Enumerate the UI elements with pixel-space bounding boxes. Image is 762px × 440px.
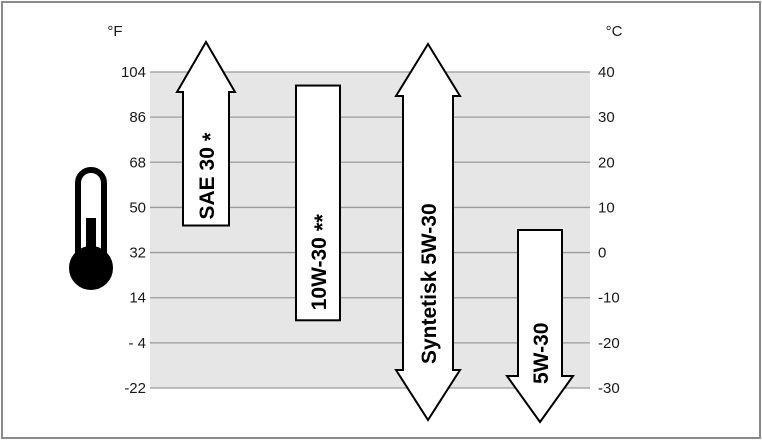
right-tick-label: -20: [598, 335, 620, 352]
right-axis-ticks: 40 30 20 10 0 -10 -20 -30: [598, 64, 620, 397]
oil-mark-10w-30: 10W-30 **: [295, 84, 341, 322]
left-axis-ticks: 104 86 68 50 32 14 - 4 -22: [121, 64, 146, 397]
oil-label: 10W-30: [308, 237, 331, 310]
oil-arrow: [175, 40, 237, 227]
oil-label: SAE 30: [196, 147, 219, 219]
right-tick-label: 10: [598, 199, 615, 216]
right-tick-label: 0: [598, 245, 606, 262]
right-tick-label: 40: [598, 64, 615, 81]
oil-mark-syntetisk-5w-30: Syntetisk 5W-30: [394, 42, 462, 422]
oil-label: Syntetisk 5W-30: [418, 203, 441, 364]
left-tick-label: - 4: [128, 335, 146, 352]
left-tick-label: 50: [129, 199, 146, 216]
left-axis-unit: °F: [107, 23, 122, 40]
left-tick-label: 32: [129, 245, 146, 262]
oil-marks: SAE 30 * 10W-30 ** Syntetisk 5W-30 5W-30: [175, 40, 575, 424]
oil-mark-5w-30: 5W-30: [505, 229, 575, 424]
oil-footnote-mark: **: [310, 214, 335, 232]
oil-mark-sae-30: SAE 30 *: [175, 40, 237, 227]
oil-arrow: [394, 42, 462, 422]
left-tick-label: 104: [121, 64, 146, 81]
oil-arrow: [505, 229, 575, 424]
right-tick-label: -30: [598, 380, 620, 397]
right-axis-unit: °C: [606, 23, 623, 40]
oil-bar: [295, 84, 341, 322]
right-tick-label: 20: [598, 154, 615, 171]
left-tick-label: 86: [129, 109, 146, 126]
right-tick-label: -10: [598, 290, 620, 307]
thermometer-icon: [69, 167, 113, 290]
oil-label: 5W-30: [530, 323, 553, 384]
left-tick-label: 68: [129, 154, 146, 171]
left-tick-label: 14: [129, 290, 146, 307]
right-tick-label: 30: [598, 109, 615, 126]
left-tick-label: -22: [124, 380, 146, 397]
oil-footnote-mark: *: [198, 132, 223, 141]
